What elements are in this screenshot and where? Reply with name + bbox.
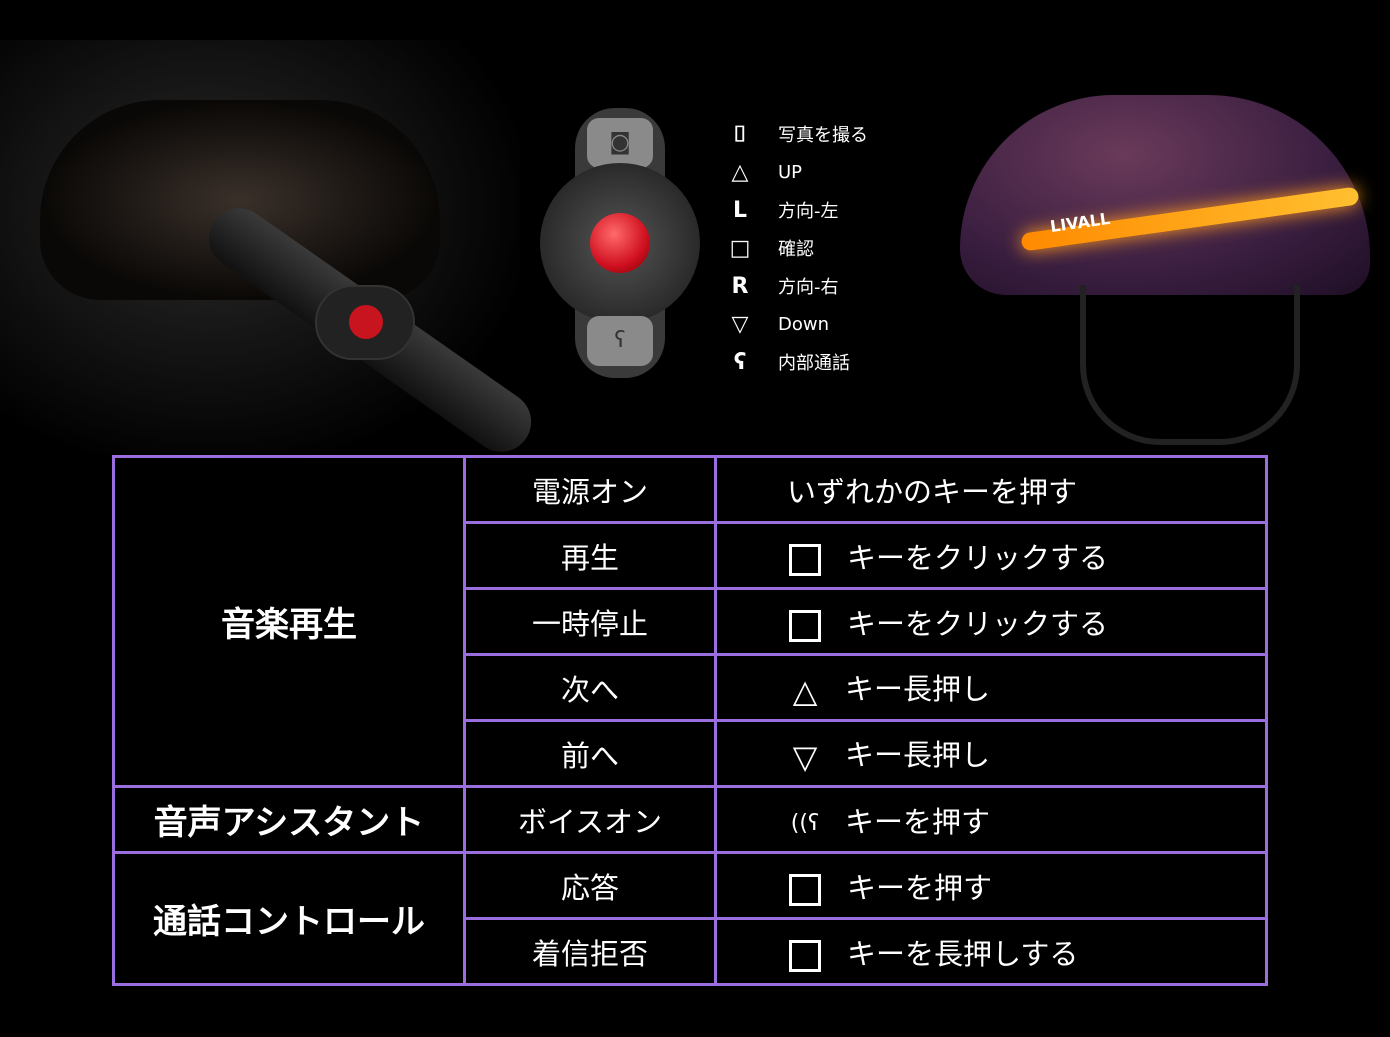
table-row: 音声アシスタント ボイスオン ((ʕ キーを押す xyxy=(112,785,1268,854)
voice-icon: ((ʕ xyxy=(790,811,820,836)
table-row: 次へ △ キー長押し xyxy=(114,653,1268,722)
desc-cell: キーを長押しする xyxy=(714,917,1268,986)
triangle-up-icon: △ xyxy=(792,671,818,710)
action-cell: 前へ xyxy=(463,719,717,788)
desc-text: キーをクリックする xyxy=(847,606,1109,641)
helmet-image: LIVALL xyxy=(960,95,1380,455)
square-icon xyxy=(789,543,821,576)
category-music: 音楽再生 xyxy=(112,455,466,788)
bike-handlebar-photo xyxy=(0,40,543,464)
desc-text: キーをクリックする xyxy=(847,540,1109,575)
desc-cell: キーをクリックする xyxy=(714,587,1268,656)
category-call-control: 通話コントロール xyxy=(112,851,466,986)
voice-button-image: ʕ xyxy=(587,316,653,366)
table-row: 一時停止 キーをクリックする xyxy=(114,587,1268,656)
action-cell: 再生 xyxy=(463,521,717,590)
table-row: 再生 キーをクリックする xyxy=(114,521,1268,590)
category-voice-assistant: 音声アシスタント xyxy=(112,785,466,854)
letter-l-icon: L xyxy=(732,197,748,223)
voice-icon: ʕ xyxy=(733,349,747,375)
controls-table: 音楽再生 電源オン いずれかのキーを押す 再生 キーをクリックする 一時停止 キ… xyxy=(112,455,1268,986)
action-cell: 応答 xyxy=(463,851,717,920)
legend-item: □確認 xyxy=(724,229,868,267)
action-cell: 次へ xyxy=(463,653,717,722)
desc-cell: ((ʕ キーを押す xyxy=(714,785,1268,854)
square-icon: □ xyxy=(729,235,751,261)
desc-cell: △ キー長押し xyxy=(714,653,1268,722)
triangle-down-icon: ▽ xyxy=(792,737,818,776)
remote-control-image: ◙ ʕ xyxy=(540,108,700,378)
square-icon xyxy=(789,609,821,642)
desc-text: キーを押す xyxy=(847,870,993,905)
desc-text: キーを長押しする xyxy=(847,936,1079,971)
camera-button-image: ◙ xyxy=(587,118,653,168)
square-icon xyxy=(789,939,821,972)
action-cell: ボイスオン xyxy=(463,785,717,854)
triangle-up-icon: △ xyxy=(731,159,749,185)
desc-cell: いずれかのキーを押す xyxy=(714,455,1268,524)
desc-text: いずれかのキーを押す xyxy=(787,474,1078,509)
desc-text: キーを押す xyxy=(845,804,991,839)
desc-text: キー長押し xyxy=(845,737,991,772)
action-cell: 一時停止 xyxy=(463,587,717,656)
table-row: 前へ ▽ キー長押し xyxy=(114,719,1268,788)
desc-cell: キーを押す xyxy=(714,851,1268,920)
letter-r-icon: R xyxy=(731,273,749,299)
triangle-down-icon: ▽ xyxy=(731,311,749,337)
table-row: 通話コントロール 応答 キーを押す xyxy=(112,851,1268,986)
action-cell: 着信拒否 xyxy=(463,917,717,986)
table-row: 音楽再生 電源オン いずれかのキーを押す xyxy=(112,455,1268,788)
legend-item: ⌷写真を撮る xyxy=(724,115,868,153)
action-cell: 電源オン xyxy=(463,455,717,524)
desc-cell: キーをクリックする xyxy=(714,521,1268,590)
legend-item: ▽Down xyxy=(724,305,868,343)
mounted-remote-image xyxy=(315,285,415,360)
desc-cell: ▽ キー長押し xyxy=(714,719,1268,788)
red-center-button-image xyxy=(590,213,650,273)
desc-text: キー長押し xyxy=(845,671,991,706)
camera-icon: ⌷ xyxy=(733,121,747,147)
square-icon xyxy=(789,873,821,906)
table-row: 着信拒否 キーを長押しする xyxy=(114,917,1268,986)
legend-item: △UP xyxy=(724,153,868,191)
